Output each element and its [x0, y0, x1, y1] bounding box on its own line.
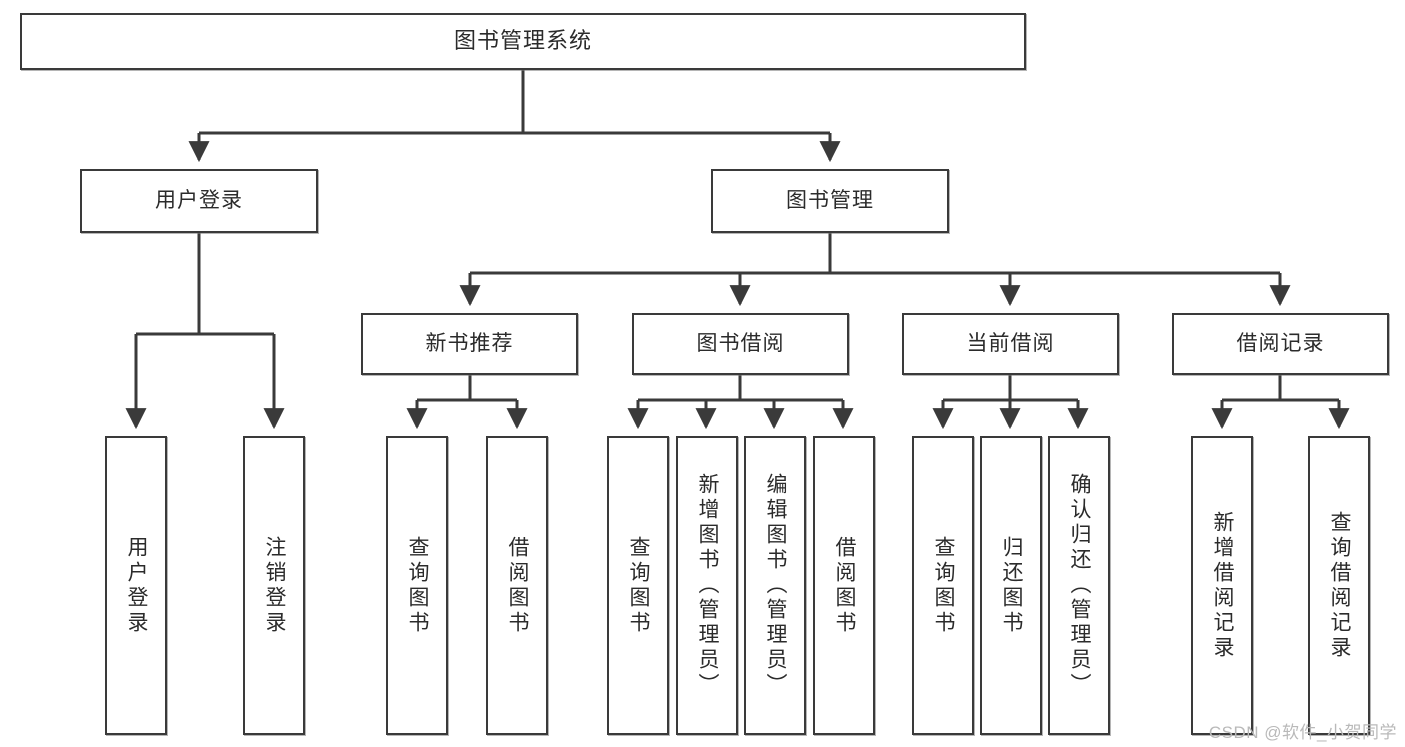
node-label: 新增借阅记录: [1211, 510, 1235, 661]
node-label: 新书推荐: [425, 332, 514, 356]
leaf-recommend-query-book[interactable]: 查询图书: [386, 436, 448, 735]
node-label: 用户登录: [155, 189, 243, 213]
node-label: 借阅图书: [833, 535, 857, 636]
node-label: 新增图书（管理员）: [696, 473, 720, 698]
leaf-borrow-query-book[interactable]: 查询图书: [607, 436, 669, 735]
node-label: 图书管理: [786, 189, 874, 213]
node-label: 查询借阅记录: [1328, 510, 1352, 661]
node-root-system[interactable]: 图书管理系统: [20, 13, 1026, 70]
leaf-borrow-borrow-book[interactable]: 借阅图书: [813, 436, 875, 735]
node-label: 确认归还（管理员）: [1068, 473, 1092, 698]
node-label: 归还图书: [1000, 535, 1024, 636]
leaf-current-return-book[interactable]: 归还图书: [980, 436, 1042, 735]
node-label: 查询图书: [627, 535, 651, 636]
node-book-management[interactable]: 图书管理: [711, 169, 949, 233]
node-label: 借阅记录: [1236, 332, 1325, 356]
node-label: 注销登录: [263, 535, 287, 636]
leaf-current-confirm-return-admin[interactable]: 确认归还（管理员）: [1048, 436, 1110, 735]
node-label: 用户登录: [125, 535, 149, 636]
leaf-record-query-borrow-record[interactable]: 查询借阅记录: [1308, 436, 1370, 735]
leaf-user-login[interactable]: 用户登录: [105, 436, 167, 735]
node-label: 借阅图书: [506, 535, 530, 636]
node-label: 当前借阅: [966, 332, 1055, 356]
leaf-current-query-book[interactable]: 查询图书: [912, 436, 974, 735]
leaf-borrow-edit-book-admin[interactable]: 编辑图书（管理员）: [744, 436, 806, 735]
leaf-recommend-borrow-book[interactable]: 借阅图书: [486, 436, 548, 735]
node-current-borrow[interactable]: 当前借阅: [902, 313, 1119, 375]
node-label: 查询图书: [406, 535, 430, 636]
leaf-user-logout[interactable]: 注销登录: [243, 436, 305, 735]
node-borrow-record[interactable]: 借阅记录: [1172, 313, 1389, 375]
node-label: 图书借阅: [696, 332, 785, 356]
node-user-login[interactable]: 用户登录: [80, 169, 318, 233]
leaf-borrow-add-book-admin[interactable]: 新增图书（管理员）: [676, 436, 738, 735]
node-book-borrow[interactable]: 图书借阅: [632, 313, 849, 375]
node-label: 编辑图书（管理员）: [764, 473, 788, 698]
watermark: CSDN @软件_小贺同学: [1208, 723, 1397, 742]
node-label: 查询图书: [932, 535, 956, 636]
leaf-record-add-borrow-record[interactable]: 新增借阅记录: [1191, 436, 1253, 735]
node-new-book-recommend[interactable]: 新书推荐: [361, 313, 578, 375]
node-label: 图书管理系统: [453, 28, 592, 54]
